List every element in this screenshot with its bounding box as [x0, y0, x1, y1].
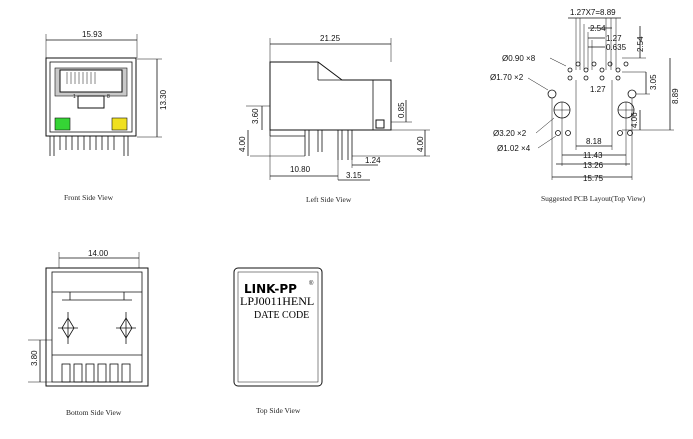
bottom-side-view-caption: Bottom Side View: [66, 408, 122, 417]
pcb-hole-1-02-callout: Ø1.02 ×4: [497, 144, 531, 153]
pcb-hole-0-90-callout: Ø0.90 ×8: [502, 54, 536, 63]
pcb-dimension-11-43: 11.43: [583, 151, 603, 160]
pcb-dimension-0-635: 0.635: [606, 43, 627, 52]
left-dimension-0-85: 0.85: [397, 102, 406, 118]
pcb-dimension-2-54-b: 2.54: [636, 36, 645, 52]
bottom-jack-body: [45, 267, 149, 387]
front-height-dimension: 13.30: [159, 89, 168, 110]
left-dimension-3-15: 3.15: [346, 171, 362, 180]
brand-logo-text: LINK-PP: [244, 282, 297, 296]
left-side-view: 21.25 3.60 4.00 0.85 4.00: [238, 34, 430, 204]
pcb-layout-view: 1.27X7=8.89 2.54 1.27 0.635 2.54 Ø0.90 ×…: [490, 8, 680, 203]
pcb-layout-caption: Suggested PCB Layout(Top View): [541, 194, 646, 203]
registered-mark: ®: [309, 280, 314, 287]
left-dimension-4-00-left: 4.00: [238, 136, 247, 152]
left-dimension-10-80: 10.80: [290, 165, 311, 174]
pcb-dimension-1-27-a: 1.27: [606, 34, 622, 43]
part-number-text: LPJ0011HENL: [240, 294, 314, 308]
pcb-dimension-8-18: 8.18: [586, 137, 602, 146]
pcb-dimension-2-54-a: 2.54: [590, 24, 606, 33]
pcb-dimension-4-06: 4.06: [630, 112, 639, 128]
pcb-dimension-1-27-b: 1.27: [590, 85, 606, 94]
date-code-text: DATE CODE: [254, 310, 309, 321]
left-dimension-3-60: 3.60: [251, 108, 260, 124]
front-side-view-caption: Front Side View: [64, 193, 114, 202]
right-led-yellow: [111, 117, 128, 131]
bottom-width-dimension: 14.00: [88, 249, 109, 258]
bottom-dimension-3-80: 3.80: [30, 350, 39, 366]
bottom-side-view: 14.00 3.80 Bottom Side: [28, 249, 149, 417]
pcb-hole-1-70-callout: Ø1.70 ×2: [490, 73, 524, 82]
pcb-dimension-3-05: 3.05: [649, 74, 658, 90]
pcb-pitch-dimension: 1.27X7=8.89: [570, 8, 616, 17]
front-pin8-label: 8: [107, 94, 110, 100]
pcb-dimension-8-89: 8.89: [671, 88, 680, 104]
left-side-view-caption: Left Side View: [306, 195, 352, 204]
front-pin1-label: 1: [73, 94, 76, 100]
pcb-dimension-15-75: 15.75: [583, 174, 604, 183]
left-dimension-1-24: 1.24: [365, 156, 381, 165]
top-side-view-caption: Top Side View: [256, 406, 301, 415]
top-jack-body: [233, 267, 323, 387]
pcb-hole-3-20-callout: Ø3.20 ×2: [493, 129, 527, 138]
front-side-view: 15.93 13.30 1 8 F: [45, 30, 168, 202]
front-width-dimension: 15.93: [82, 30, 103, 39]
left-dimension-4-00-right: 4.00: [416, 136, 425, 152]
left-led-green: [54, 117, 71, 131]
left-length-dimension: 21.25: [320, 34, 341, 43]
top-side-view: LINK-PP ® LPJ0011HENL DATE CODE Top Side…: [233, 267, 323, 415]
pcb-dimension-13-26: 13.26: [583, 161, 604, 170]
